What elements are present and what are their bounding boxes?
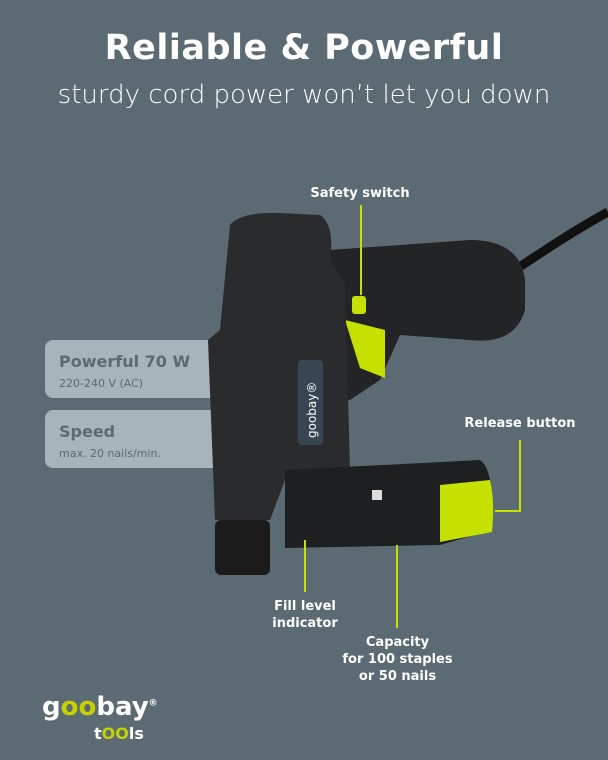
release-button bbox=[440, 480, 494, 542]
brand-plate bbox=[298, 360, 323, 445]
feature-power: Powerful 70 W 220-240 V (AC) bbox=[45, 340, 220, 398]
callout-line: indicator bbox=[272, 616, 338, 631]
feature-speed: Speed max. 20 nails/min. bbox=[45, 410, 220, 468]
callout-line: Capacity bbox=[365, 635, 430, 650]
callout-fill-level: Fill level indicator bbox=[260, 598, 350, 632]
power-cord bbox=[512, 208, 608, 274]
fill-indicator bbox=[372, 490, 382, 500]
feature-title: Powerful 70 W bbox=[59, 352, 191, 371]
brand-plate-label: goobay® bbox=[305, 382, 319, 438]
callout-line: or 50 nails bbox=[358, 669, 437, 684]
goobay-logo: goobay® bbox=[42, 692, 158, 722]
subheadline: sturdy cord power won’t let you down bbox=[57, 80, 551, 110]
callout-line: for 100 staples bbox=[342, 652, 453, 667]
feature-title: Speed bbox=[59, 422, 116, 441]
trigger bbox=[345, 320, 385, 378]
safety-switch-icon bbox=[352, 296, 366, 314]
feature-detail: max. 20 nails/min. bbox=[59, 447, 161, 460]
nose bbox=[215, 520, 270, 575]
tools-logo: tOOls bbox=[94, 724, 144, 743]
callout-line: Fill level bbox=[274, 599, 336, 614]
callout-safety-switch: Safety switch bbox=[310, 186, 410, 201]
callout-capacity: Capacity for 100 staples or 50 nails bbox=[340, 634, 455, 685]
feature-detail: 220-240 V (AC) bbox=[59, 377, 144, 390]
callout-release-button: Release button bbox=[464, 416, 576, 431]
headline: Reliable & Powerful bbox=[104, 28, 504, 68]
